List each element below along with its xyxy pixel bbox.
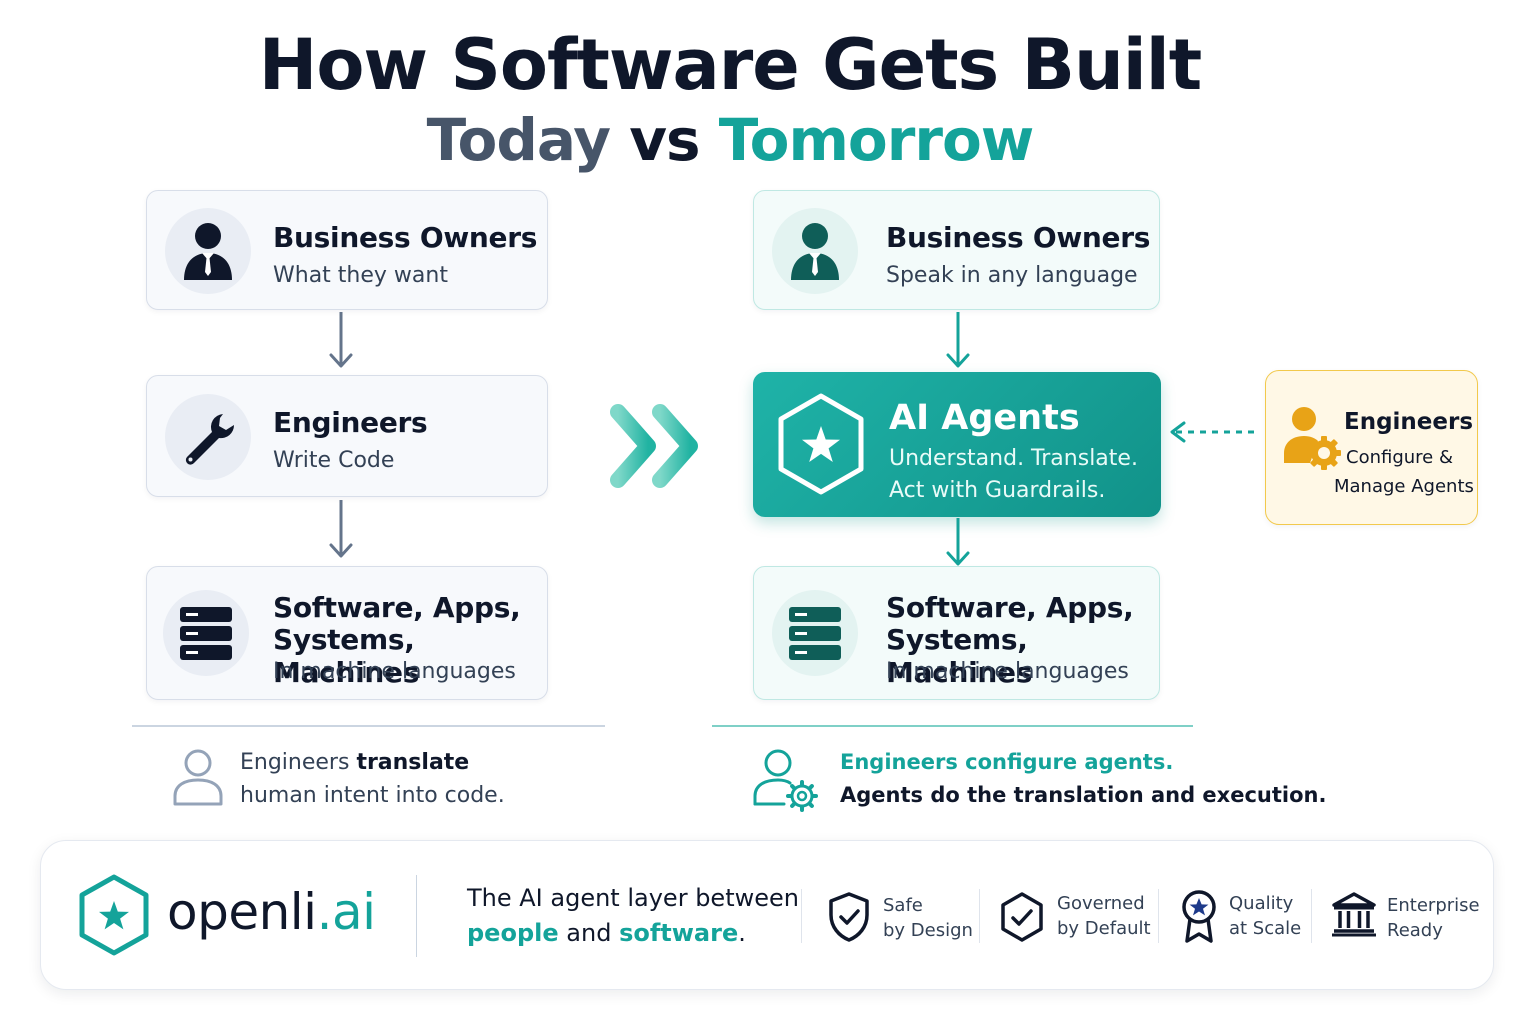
bank-building-icon: [1332, 892, 1376, 937]
hexagon-star-icon: [778, 393, 864, 495]
footer-separator: [801, 889, 802, 943]
tomorrow-software-card: Software, Apps, Systems, Machines In mac…: [753, 566, 1160, 700]
ai-agents-line1: Understand. Translate.: [889, 446, 1138, 471]
brand-name: openli.ai: [167, 883, 376, 941]
footer-separator: [416, 875, 417, 957]
card-title-line1: Software, Apps,: [886, 591, 1134, 624]
wrench-icon: [165, 394, 251, 480]
footer-separator: [1311, 889, 1312, 943]
divider: [712, 725, 1193, 727]
tomorrow-note-line2: Agents do the translation and execution.: [840, 783, 1327, 807]
footer-bar: openli.ai The AI agent layer between peo…: [40, 840, 1494, 990]
engineers-side-title: Engineers: [1344, 409, 1474, 435]
page-title: How Software Gets Built: [258, 24, 1202, 106]
person-outline-icon: [173, 749, 223, 806]
tomorrow-note-line1: Engineers configure agents.: [840, 750, 1174, 774]
card-title-line1: Software, Apps,: [273, 591, 521, 624]
person-gear-icon: [1284, 407, 1341, 470]
footer-separator: [1158, 889, 1159, 943]
arrow-down-icon: [946, 312, 970, 368]
tomorrow-business-owners-card: Business Owners Speak in any language: [753, 190, 1160, 310]
server-stack-icon: [772, 590, 858, 676]
card-title-line2: Systems, Machines: [273, 623, 420, 689]
card-title-line2: Systems, Machines: [886, 623, 1033, 689]
ai-agents-line2: Act with Guardrails.: [889, 478, 1106, 503]
divider: [132, 725, 605, 727]
tomorrow-note: Engineers configure agents. Agents do th…: [840, 746, 1326, 812]
card-subtitle: In machine languages: [273, 659, 516, 684]
card-title: Engineers: [273, 406, 428, 439]
ai-agents-card: AI Agents Understand. Translate. Act wit…: [753, 372, 1161, 517]
double-chevron-right-icon: [610, 404, 698, 488]
today-note: Engineers translate human intent into co…: [240, 746, 505, 812]
dashed-arrow-left-icon: [1170, 421, 1254, 443]
subtitle-today: Today: [426, 106, 611, 174]
card-subtitle: What they want: [273, 263, 448, 288]
business-person-icon: [772, 208, 858, 294]
award-star-icon: [1182, 890, 1216, 943]
today-note-line1: Engineers translate: [240, 750, 470, 775]
card-subtitle: Write Code: [273, 448, 395, 473]
business-person-icon: [165, 208, 251, 294]
subtitle-vs: vs: [629, 106, 700, 174]
card-title: Business Owners: [886, 221, 1151, 254]
engineers-side-line2: Manage Agents: [1334, 476, 1474, 497]
arrow-down-icon: [946, 518, 970, 566]
arrow-down-icon: [329, 312, 353, 368]
person-gear-icon: [753, 749, 818, 812]
card-subtitle: In machine languages: [886, 659, 1129, 684]
server-stack-icon: [163, 590, 249, 676]
footer-separator: [979, 889, 980, 943]
today-business-owners-card: Business Owners What they want: [146, 190, 548, 310]
subtitle-tomorrow: Tomorrow: [718, 106, 1035, 174]
page-subtitle: Today vs Tomorrow: [0, 106, 1460, 174]
footer-tagline: The AI agent layer between people and so…: [467, 884, 799, 947]
arrow-down-icon: [329, 500, 353, 558]
ai-agents-title: AI Agents: [889, 398, 1080, 438]
card-title: Business Owners: [273, 221, 538, 254]
engineers-side-line1: Configure &: [1346, 447, 1453, 468]
engineers-configure-card: Engineers Configure & Manage Agents: [1265, 370, 1478, 525]
today-note-line2: human intent into code.: [240, 783, 505, 808]
shield-check-icon: [829, 892, 869, 942]
today-engineers-card: Engineers Write Code: [146, 375, 548, 497]
today-software-card: Software, Apps, Systems, Machines In mac…: [146, 566, 548, 700]
openli-logo-icon: [79, 874, 149, 956]
card-subtitle: Speak in any language: [886, 263, 1138, 288]
hexagon-check-icon: [1001, 892, 1043, 942]
